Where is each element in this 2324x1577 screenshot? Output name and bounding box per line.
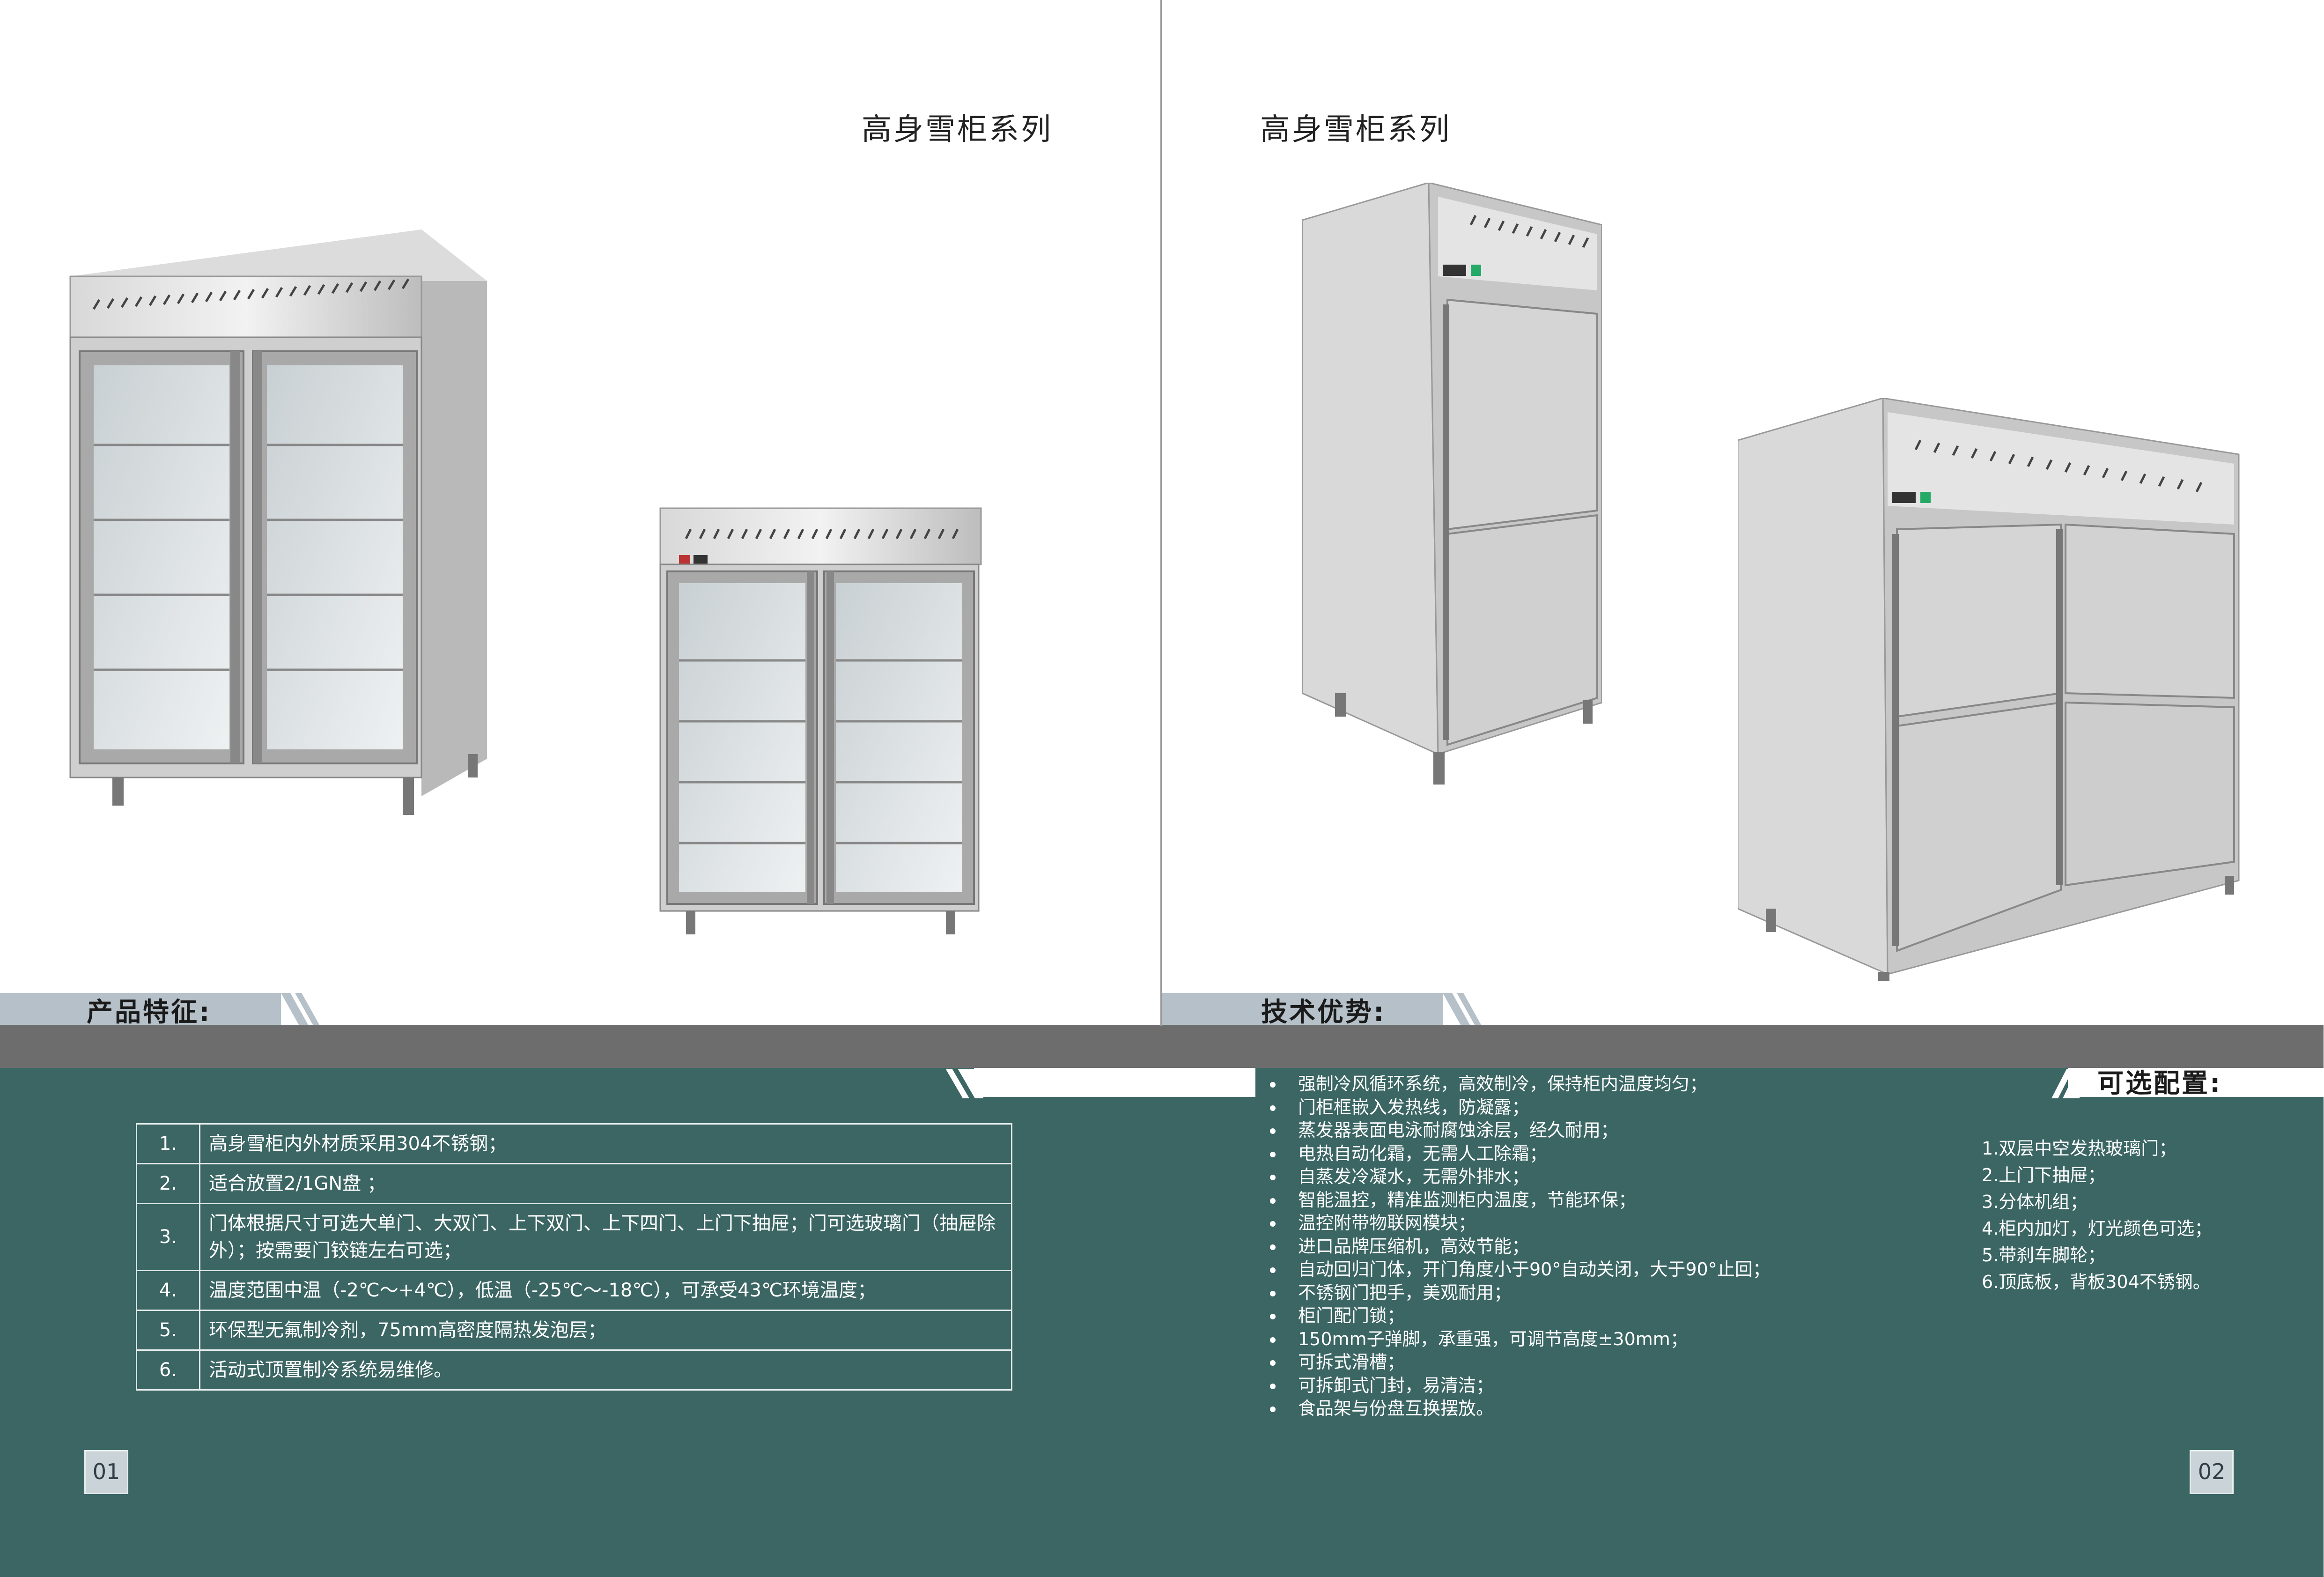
list-item: 不锈钢门把手，美观耐用； [1260, 1281, 1771, 1305]
row-text: 适合放置2/1GN盘 ； [199, 1163, 1012, 1204]
options-tab-stripes-decoration [2051, 1069, 2080, 1098]
table-row: 2.适合放置2/1GN盘 ； [136, 1163, 1012, 1204]
list-item: 2.上门下抽屉； [1982, 1165, 2106, 1185]
advantages-heading: 技术优势: [1261, 997, 1386, 1028]
list-item: 150mm子弹脚，承重强，可调节高度±30mm； [1260, 1328, 1771, 1351]
table-row: 6.活动式顶置制冷系统易维修。 [136, 1349, 1012, 1391]
white-strip-decoration [974, 1068, 1162, 1097]
tab-stripes-decoration [281, 993, 319, 1025]
grey-band [0, 1025, 1162, 1068]
features-tab [0, 993, 281, 1025]
green-panel [1162, 1068, 2324, 1577]
right-page: 高身雪柜系列 [1162, 0, 2324, 1577]
list-item: 1.双层中空发热玻璃门； [1982, 1138, 2177, 1159]
row-number: 3. [136, 1203, 200, 1271]
table-row: 3.门体根据尺寸可选大单门、大双门、上下双门、上下四门、上门下抽屉；门可选玻璃门… [136, 1203, 1012, 1271]
list-item: 自蒸发冷凝水，无需外排水； [1260, 1165, 1771, 1189]
list-item: 强制冷风循环系统，高效制冷，保持柜内温度均匀； [1260, 1073, 1771, 1096]
list-item: 门柜框嵌入发热线，防凝露； [1260, 1096, 1771, 1119]
table-row: 4.温度范围中温（-2℃～+4℃），低温（-25℃～-18℃），可承受43℃环境… [136, 1270, 1012, 1311]
list-item: 可拆卸式门封，易清洁； [1260, 1374, 1771, 1398]
grey-band [1162, 1025, 2324, 1068]
options-tab [2068, 1068, 2324, 1097]
strip-stripes-decoration [946, 1069, 983, 1098]
glass-door-fridge-small-image [659, 507, 982, 934]
list-item: 3.分体机组； [1982, 1192, 2088, 1212]
options-list: 1.双层中空发热玻璃门； 2.上门下抽屉； 3.分体机组； 4.柜内加灯，灯光颜… [1982, 1135, 2212, 1296]
list-item: 4.柜内加灯，灯光颜色可选； [1982, 1218, 2213, 1239]
options-heading: 可选配置: [2097, 1068, 2222, 1099]
advantages-tab [1162, 993, 1443, 1025]
advantages-list: 强制冷风循环系统，高效制冷，保持柜内温度均匀； 门柜框嵌入发热线，防凝露； 蒸发… [1260, 1073, 1771, 1421]
list-item: 5.带刹车脚轮； [1982, 1245, 2106, 1266]
four-door-upright-fridge-image [1738, 398, 2240, 981]
row-text: 活动式顶置制冷系统易维修。 [199, 1349, 1012, 1391]
row-text: 门体根据尺寸可选大单门、大双门、上下双门、上下四门、上门下抽屉；门可选玻璃门（抽… [199, 1203, 1012, 1271]
list-item: 智能温控，精准监测柜内温度，节能环保； [1260, 1189, 1771, 1212]
row-number: 6. [136, 1349, 200, 1391]
page-number: 01 [84, 1450, 128, 1494]
list-item: 柜门配门锁； [1260, 1304, 1771, 1328]
row-text: 环保型无氟制冷剂，75mm高密度隔热发泡层； [199, 1310, 1012, 1351]
features-heading: 产品特征: [87, 997, 212, 1028]
list-item: 6.顶底板，背板304不锈钢。 [1982, 1272, 2211, 1292]
list-item: 进口品牌压缩机，高效节能； [1260, 1235, 1771, 1259]
list-item: 蒸发器表面电泳耐腐蚀涂层，经久耐用； [1260, 1119, 1771, 1142]
row-number: 2. [136, 1163, 200, 1204]
list-item: 自动回归门体，开门角度小于90°自动关闭，大于90°止回； [1260, 1258, 1771, 1281]
table-row: 1.高身雪柜内外材质采用304不锈钢； [136, 1123, 1012, 1164]
list-item: 温控附带物联网模块； [1260, 1212, 1771, 1235]
row-text: 高身雪柜内外材质采用304不锈钢； [199, 1123, 1012, 1164]
row-number: 1. [136, 1123, 200, 1164]
row-text: 温度范围中温（-2℃～+4℃），低温（-25℃～-18℃），可承受43℃环境温度… [199, 1270, 1012, 1311]
page-divider [1160, 0, 1162, 1026]
list-item: 可拆式滑槽； [1260, 1351, 1771, 1374]
table-row: 5.环保型无氟制冷剂，75mm高密度隔热发泡层； [136, 1310, 1012, 1351]
page-number: 02 [2190, 1450, 2234, 1494]
two-door-upright-fridge-image [1302, 183, 1602, 785]
white-strip-decoration [1162, 1068, 1255, 1097]
list-item: 电热自动化霜，无需人工除霜； [1260, 1142, 1771, 1166]
row-number: 5. [136, 1310, 200, 1351]
page-title: 高身雪柜系列 [862, 112, 1053, 147]
features-table: 1.高身雪柜内外材质采用304不锈钢； 2.适合放置2/1GN盘 ； 3.门体根… [136, 1123, 1012, 1391]
glass-door-fridge-large-image [69, 230, 487, 815]
row-number: 4. [136, 1270, 200, 1311]
list-item: 食品架与份盘互换摆放。 [1260, 1397, 1771, 1421]
tab-stripes-decoration [1443, 993, 1481, 1025]
page-title: 高身雪柜系列 [1260, 112, 1451, 147]
left-page: 高身雪柜系列 [0, 112, 1162, 1577]
